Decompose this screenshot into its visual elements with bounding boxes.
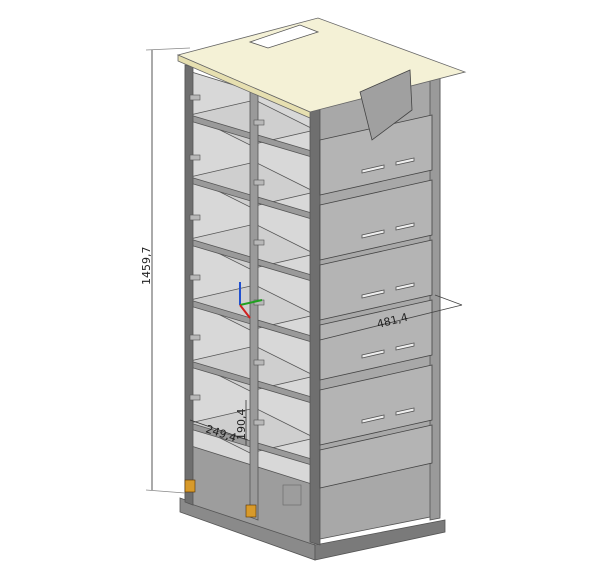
hinge-left-1 [189, 94, 201, 101]
hinge-left-6 [189, 394, 201, 401]
drawer-handle-slot-1 [361, 164, 385, 174]
height-dimension: 1459,7 [140, 247, 153, 286]
height-extension-top [145, 47, 191, 51]
drawer-front-2 [319, 179, 433, 261]
drawer-depth-dimension-line [319, 304, 463, 341]
drawer-depth-extension [434, 294, 463, 306]
height-extension-bottom [145, 489, 186, 494]
drawer-front-3 [319, 239, 433, 321]
drawer-handle-slot-3b [395, 282, 415, 291]
drawer-handle-slot-4 [361, 349, 385, 359]
drawer-handle-slot-1b [395, 157, 415, 166]
x-axis [239, 304, 251, 319]
hinge-left-5 [189, 334, 201, 341]
hinge-left-2 [189, 154, 201, 161]
roof-front-edge [177, 54, 311, 119]
right-front-post [309, 107, 321, 546]
roof-vent-flap [359, 69, 413, 141]
drawer-handle-slot-5b [395, 407, 415, 416]
reference-square [282, 484, 302, 506]
hinge-middle-1 [253, 119, 265, 126]
drawer-front-5 [319, 364, 433, 446]
drawer-handle-slot-2 [361, 229, 385, 239]
cabinet-body [176, 17, 467, 561]
shelf-height-dimension: 190,4 [235, 409, 248, 441]
hinge-left-4 [189, 274, 201, 281]
hinge-middle-6 [253, 419, 265, 426]
coordinate-triad [239, 282, 263, 319]
hinge-middle-3 [253, 239, 265, 246]
shelf-width-dimension-line [189, 419, 249, 441]
drawer-handle-slot-2b [395, 222, 415, 231]
padlock-left [184, 479, 196, 493]
base-plinth-side [314, 519, 446, 561]
padlock-right [245, 504, 257, 518]
roof-handle [248, 24, 320, 49]
y-axis [239, 299, 263, 306]
left-front-post [184, 64, 194, 506]
drawer-front-4 [319, 299, 433, 381]
drawer-handle-slot-3 [361, 289, 385, 299]
hinge-left-3 [189, 214, 201, 221]
drawer-front-6 [319, 424, 433, 489]
drawer-handle-slot-5 [361, 414, 385, 424]
hinge-middle-2 [253, 179, 265, 186]
drawer-handle-slot-4b [395, 342, 415, 351]
dimension-annotations: 1459,7 249,4 190,4 481,4 [140, 47, 463, 494]
hinge-middle-5 [253, 359, 265, 366]
